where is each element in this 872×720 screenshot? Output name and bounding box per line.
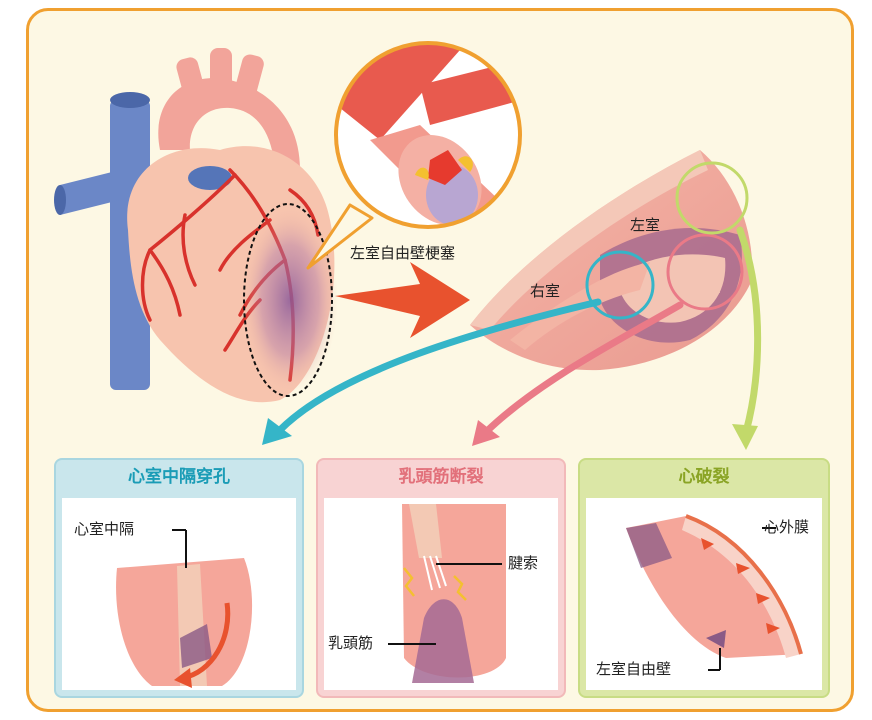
infarct-label: 左室自由壁梗塞	[350, 246, 455, 261]
papillary-rupture-illustration	[324, 498, 560, 690]
panel-title: 乳頭筋断裂	[318, 460, 564, 494]
big-arrow	[335, 262, 470, 338]
papillary-callout: 乳頭筋	[328, 636, 373, 651]
panel-papillary-rupture: 乳頭筋断裂 腱索 乳頭筋	[316, 458, 566, 698]
panel-cardiac-rupture: 心破裂 心外膜 左室自由壁	[578, 458, 830, 698]
panel-body: 心室中隔	[62, 498, 296, 690]
panel-body: 心外膜 左室自由壁	[586, 498, 822, 690]
panel-title: 心破裂	[580, 460, 828, 494]
magnifier-lens	[308, 20, 540, 268]
left-ventricle-label: 左室	[630, 218, 660, 233]
panel-body: 腱索 乳頭筋	[324, 498, 558, 690]
free-wall-callout: 左室自由壁	[596, 662, 671, 677]
epicardium-callout: 心外膜	[764, 520, 809, 535]
right-ventricle-label: 右室	[530, 284, 560, 299]
septum-callout: 心室中隔	[74, 522, 134, 537]
ventricle-cross-section	[470, 150, 752, 370]
heart-illustration	[54, 48, 338, 402]
chordae-callout: 腱索	[508, 556, 538, 571]
panel-title: 心室中隔穿孔	[56, 460, 302, 494]
panel-septal-perforation: 心室中隔穿孔 心室中隔	[54, 458, 304, 698]
